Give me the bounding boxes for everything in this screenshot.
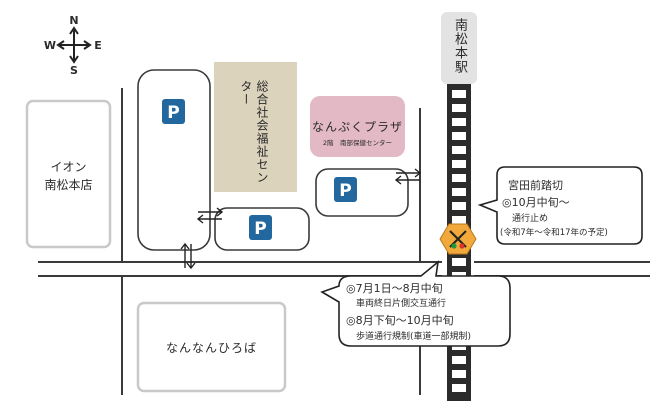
parking-sign-south: P [249,215,272,240]
nanpuku-title: なんぷくプラザ [311,120,403,134]
roadwork-callout-bubble [320,260,511,347]
parking-symbol: P [167,103,179,123]
crossing-callout-line3: (令和7年～令和17年の予定) [500,228,608,238]
railroad-crossing-icon [439,223,477,255]
aeon-building [25,99,112,249]
crossing-callout-title: 宮田前踏切 [508,179,563,192]
crossing-callout-line2: 通行止め [512,214,549,224]
station-box [441,12,477,84]
rail-tie [452,188,466,196]
crossing-callout-bubble [477,166,643,245]
rail-tie [452,370,466,378]
nanpuku-subtitle: 2階 南部保健センター [322,139,393,147]
sogo-welfare-center [214,62,297,192]
nannan-hiroba-building [136,301,287,393]
crossing-callout-line1: ◎10月中旬～ [502,196,570,209]
compass-north-label: N [69,14,78,27]
parking-lot-west [137,69,211,251]
rail-tie [452,216,466,224]
nanpuku-plaza [310,96,405,157]
roadwork-callout-line3: ◎8月下旬～10月中旬 [346,314,454,327]
rail-tie [452,356,466,364]
parking-symbol: P [339,181,351,201]
roadwork-callout-line1: ◎7月1日～8月中旬 [346,282,443,295]
compass-rose: N S W E [44,14,102,77]
parking-lot-east [315,168,409,217]
compass-east-label: E [94,39,102,52]
compass-west-label: W [44,39,56,52]
parking-sign-east: P [334,177,357,202]
aeon-label-line1: イオン [50,160,87,174]
rail-tie [452,132,466,140]
rail-tie [452,174,466,182]
sogo-welfare-center-label: 総合社会福祉センター [239,80,269,184]
roads [38,88,650,395]
station-label: 南松本駅 [452,18,467,74]
aeon-label-line2: 南松本店 [44,178,93,192]
rail-tie [452,104,466,112]
rail-tie [452,118,466,126]
parking-symbol: P [254,219,266,239]
rail-tie [452,90,466,98]
rail-tie [452,146,466,154]
roadwork-callout-line2: 車両終日片側交互通行 [356,299,447,309]
rail-tie [452,160,466,168]
compass-south-label: S [70,64,78,77]
parking-sign-west: P [162,99,185,124]
nannan-hiroba-label: なんなんひろば [165,341,257,355]
entrance-arrows [180,168,422,270]
rail-tie [452,384,466,392]
rail-tie [452,258,466,266]
roadwork-callout-line4: 歩道通行規制(車道一部規制) [356,332,472,342]
rail-tie [452,202,466,210]
